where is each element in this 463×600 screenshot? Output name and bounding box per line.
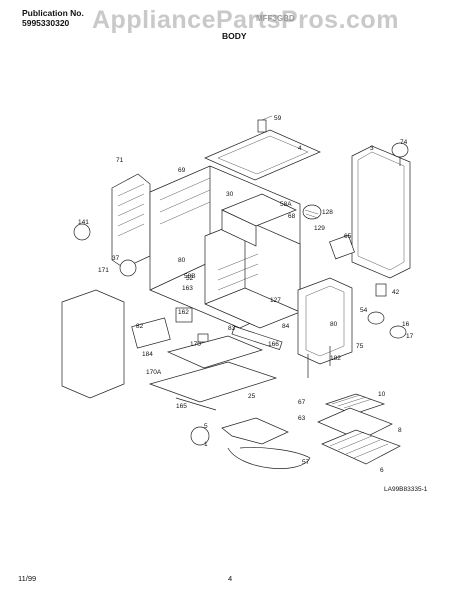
part-label: 84	[282, 323, 290, 330]
part-label: 52	[186, 275, 194, 282]
part-label: 25	[248, 393, 256, 400]
page-number: 4	[228, 574, 233, 583]
part-label: 166	[268, 341, 279, 348]
part-label: 74	[400, 139, 408, 146]
part-label: 162	[178, 309, 189, 316]
part-label: 75	[356, 343, 364, 350]
part-label: 170	[190, 341, 201, 348]
part-label: 10	[378, 391, 386, 398]
small-parts	[73, 204, 407, 349]
part-label: 141	[78, 219, 89, 226]
part-label: 6	[380, 467, 384, 474]
part-label: 42	[392, 289, 400, 296]
section-title: BODY	[222, 31, 247, 41]
part-label: 71	[116, 157, 124, 164]
broiler-pan-part	[317, 393, 401, 465]
front-frame-part	[297, 277, 353, 378]
part-label: 65	[344, 233, 352, 240]
oven-door-part	[61, 289, 125, 399]
part-label: 63	[298, 415, 306, 422]
back-panel-part	[351, 145, 411, 279]
part-label: 69	[178, 167, 186, 174]
part-label: 127	[270, 297, 281, 304]
part-label: 54	[360, 307, 368, 314]
bake-element-part	[190, 417, 311, 469]
publication-header: Publication No. 5995330320	[22, 8, 84, 28]
publication-number: 5995330320	[22, 18, 70, 28]
part-label: 80	[330, 321, 338, 328]
model-number: MFF3GBD	[256, 14, 295, 23]
part-label: 57	[302, 459, 310, 466]
publication-label: Publication No.	[22, 8, 84, 18]
part-label: 1	[204, 441, 208, 448]
cooktop-part	[204, 115, 321, 181]
part-label: 8	[398, 427, 402, 434]
part-label: 59	[274, 115, 282, 122]
part-label: 68	[288, 213, 296, 220]
footer-date: 11/99	[18, 574, 37, 583]
part-label: 5	[204, 423, 208, 430]
part-label: 80	[178, 257, 186, 264]
part-label: 182	[330, 355, 341, 362]
part-label: 3	[370, 145, 374, 152]
part-label: 184	[142, 351, 153, 358]
part-label: 165	[176, 403, 187, 410]
insulation-part	[221, 193, 297, 247]
watermark: AppliancePartsPros.com	[92, 6, 399, 34]
side-panel-part	[111, 173, 151, 269]
part-label: 170A	[146, 369, 162, 376]
part-label: 58A	[280, 201, 292, 208]
part-label: 171	[98, 267, 109, 274]
part-label: 37	[112, 255, 120, 262]
part-label: 82	[136, 323, 144, 330]
part-label: 128	[322, 209, 333, 216]
diagram-code: LA99B83335-1	[384, 486, 428, 493]
knob-74-part	[391, 142, 409, 166]
part-labels: 59 4 3 74 69 71 30 58A 68 128 129 65 141…	[78, 115, 414, 474]
part-label: 17	[406, 333, 414, 340]
part-label: 4	[298, 145, 302, 152]
part-label: 67	[298, 399, 306, 406]
part-label: 58B	[184, 273, 196, 280]
lower-pan-part	[148, 326, 283, 411]
part-label: 16	[402, 321, 410, 328]
part-label: 129	[314, 225, 325, 232]
part-label: 30	[226, 191, 234, 198]
part-label: 163	[182, 285, 193, 292]
part-label: 83	[228, 325, 236, 332]
